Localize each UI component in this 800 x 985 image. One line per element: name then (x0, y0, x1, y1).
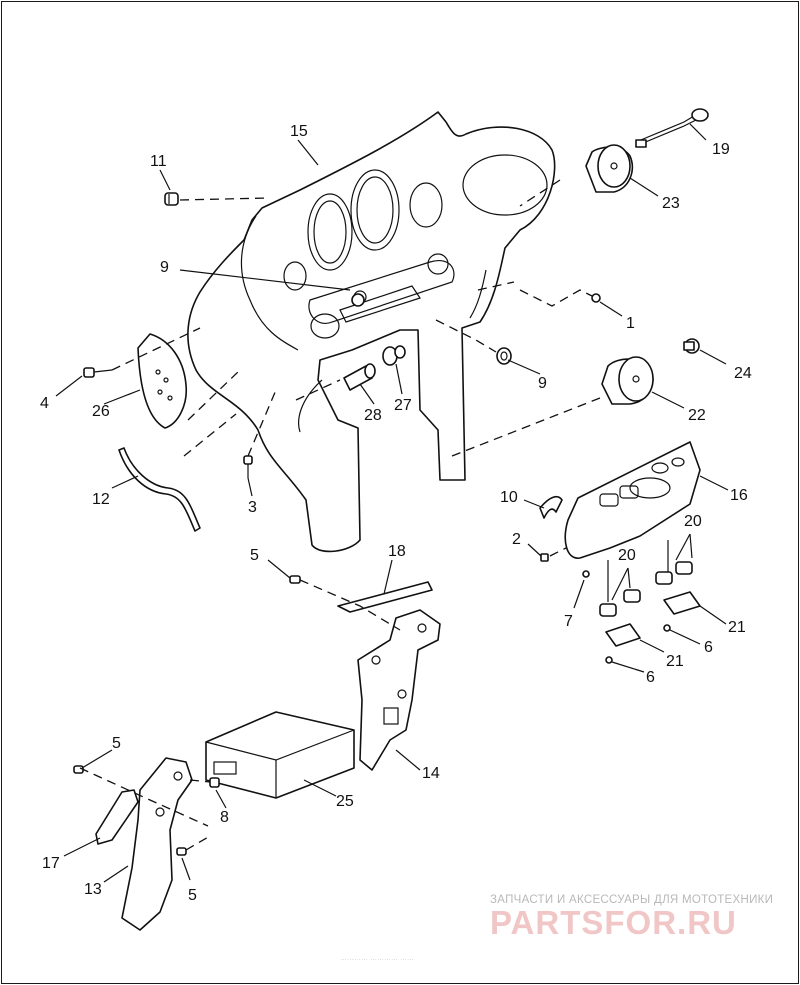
callout-6-right: 6 (704, 639, 713, 656)
inner-fairing-part-15 (187, 111, 556, 553)
radio-opening (308, 260, 455, 324)
callout-20-lower: 20 (618, 547, 636, 564)
callout-4: 4 (40, 395, 49, 412)
callout-8: 8 (220, 809, 229, 826)
callout-25: 25 (336, 793, 354, 810)
callout-10: 10 (500, 489, 518, 506)
bracket-part-13 (121, 757, 193, 931)
callout-20-upper: 20 (684, 513, 702, 530)
part-28 (343, 363, 376, 391)
screw-part-3 (243, 455, 253, 478)
bracket-part-18 (337, 581, 433, 613)
clip-part-10 (539, 495, 563, 519)
callout-labels: 15 11 9 9 1 19 23 22 24 4 26 12 3 28 27 … (40, 123, 752, 904)
gauge-opening-right (462, 154, 548, 216)
callout-19: 19 (712, 141, 730, 158)
gauge-opening-left (307, 193, 353, 271)
bolt-part-1 (591, 293, 601, 303)
callout-18: 18 (388, 543, 406, 560)
arm-part-17 (95, 789, 139, 845)
speaker-part-23 (585, 144, 634, 193)
gauge-opening-small (409, 182, 443, 228)
callout-24: 24 (734, 365, 752, 382)
part-27 (382, 345, 406, 366)
watermark-brand: PARTSFOR.RU (490, 904, 737, 941)
wire-part-19 (635, 108, 709, 148)
nut-part-11 (164, 192, 179, 206)
grommet-part-9 (351, 293, 512, 365)
callout-9-lower: 9 (538, 375, 547, 392)
callout-2: 2 (512, 531, 521, 548)
callout-6-lower: 6 (646, 669, 655, 686)
leader-lines (55, 123, 729, 883)
callout-22: 22 (688, 407, 706, 424)
watermark-tagline: ЗАПЧАСТИ И АКСЕССУАРЫ ДЛЯ МОТОТЕХНИКИ (490, 894, 773, 906)
weatherstrip-part-12 (118, 447, 201, 532)
callout-23: 23 (662, 195, 680, 212)
callout-1: 1 (626, 315, 635, 332)
clip-part-8 (209, 777, 220, 788)
callout-12: 12 (92, 491, 110, 508)
screw-part-4 (83, 367, 113, 378)
bracket-part-21 (605, 591, 701, 647)
callout-5-bottom: 5 (188, 887, 197, 904)
switch-panel-part-16 (564, 441, 701, 559)
callout-28: 28 (364, 407, 382, 424)
screw-part-2 (540, 553, 549, 562)
radio-unit-part-25 (205, 711, 355, 799)
switch-part-20 (599, 561, 693, 617)
callout-16: 16 (730, 487, 748, 504)
assembly-lines (79, 179, 669, 851)
callout-15: 15 (290, 123, 308, 140)
callout-5-top: 5 (250, 547, 259, 564)
callout-11: 11 (150, 153, 167, 170)
connector-part-24 (683, 338, 700, 354)
callout-7: 7 (564, 613, 573, 630)
footer-note: ………… ………… …… (340, 955, 414, 962)
screw-part-6 (605, 624, 671, 664)
speaker-part-22 (601, 356, 654, 405)
callout-27: 27 (394, 397, 412, 414)
callout-21-right: 21 (728, 619, 746, 636)
callout-14: 14 (422, 765, 440, 782)
plate-part-26 (137, 333, 188, 429)
nut-part-7 (582, 570, 590, 578)
mount-bracket-part-14 (357, 609, 441, 771)
watermark: ЗАПЧАСТИ И АКСЕССУАРЫ ДЛЯ МОТОТЕХНИКИ PA… (490, 894, 773, 941)
callout-13: 13 (84, 881, 102, 898)
callout-9-upper: 9 (160, 259, 169, 276)
callout-17: 17 (42, 855, 60, 872)
callout-5-left: 5 (112, 735, 121, 752)
gauge-opening-center (350, 169, 400, 251)
callout-3: 3 (248, 499, 257, 516)
callout-21-lower: 21 (666, 653, 684, 670)
callout-26: 26 (92, 403, 110, 420)
